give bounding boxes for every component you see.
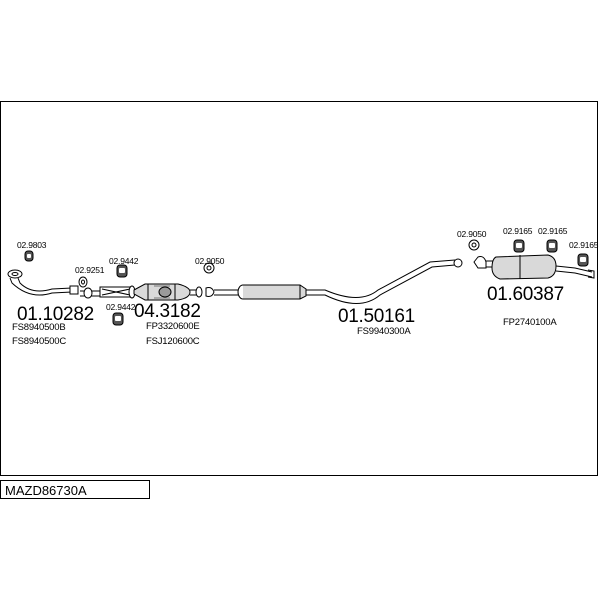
middle-silencer-shape xyxy=(237,258,463,304)
fitting-number: 02.9050 xyxy=(195,256,225,266)
fitting-number: 02.9442 xyxy=(109,256,139,266)
title-box: MAZD86730A xyxy=(0,480,150,499)
fitting-icon xyxy=(112,312,124,326)
part-reference: FP2740100A xyxy=(503,317,557,328)
flange-section-shape xyxy=(80,285,136,299)
fitting-icon xyxy=(577,253,589,267)
fitting-icon xyxy=(116,264,128,278)
diagram-title: MAZD86730A xyxy=(5,483,87,498)
fitting-number: 02.9442 xyxy=(106,302,136,312)
part-number: 04.3182 xyxy=(134,301,201,322)
part-reference: FSJ120600C xyxy=(146,336,200,347)
part-reference: FS8940500B xyxy=(12,322,66,333)
fitting-icon xyxy=(78,276,88,288)
fitting-icon xyxy=(24,250,34,262)
fitting-number: 02.9050 xyxy=(457,229,487,239)
part-reference: FP3320600E xyxy=(146,321,200,332)
fitting-icon xyxy=(546,239,558,253)
fitting-number: 02.9165 xyxy=(538,226,568,236)
rear-silencer-shape xyxy=(473,254,595,280)
catalyst-shape xyxy=(133,283,203,301)
fitting-number: 02.9165 xyxy=(503,226,533,236)
diagram-frame xyxy=(0,101,598,476)
fitting-icon xyxy=(203,262,215,274)
part-number: 01.60387 xyxy=(487,284,564,305)
front-pipe-shape xyxy=(7,269,79,296)
connector-shape xyxy=(205,287,238,297)
fitting-icon xyxy=(513,239,525,253)
part-reference: FS8940500C xyxy=(12,336,66,347)
fitting-number: 02.9803 xyxy=(17,240,47,250)
part-reference: FS9940300A xyxy=(357,326,411,337)
fitting-number: 02.9251 xyxy=(75,265,105,275)
fitting-number: 02.9165 xyxy=(569,240,599,250)
part-number: 01.10282 xyxy=(17,304,94,325)
fitting-icon xyxy=(468,239,480,251)
part-number: 01.50161 xyxy=(338,306,415,327)
